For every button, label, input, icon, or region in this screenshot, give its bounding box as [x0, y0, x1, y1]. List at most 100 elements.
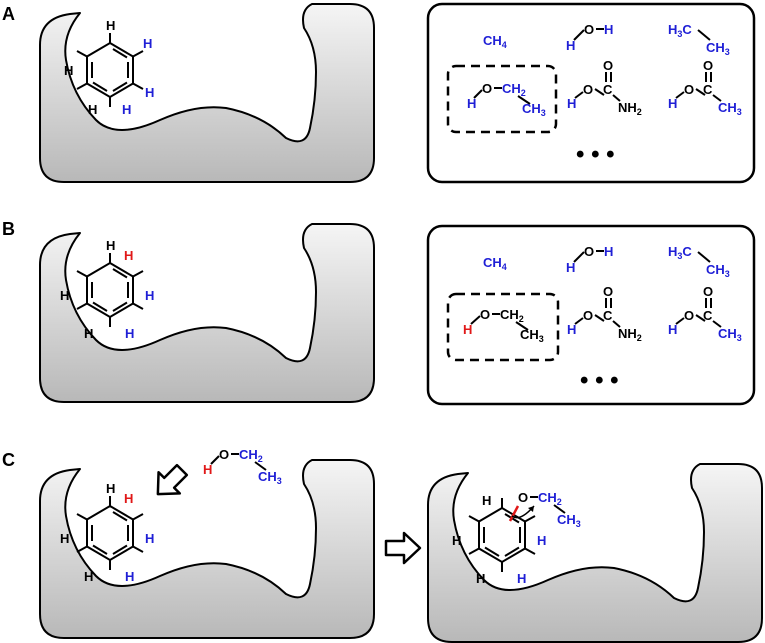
atom-h: H [60, 288, 69, 303]
svg-text:CH3: CH3 [520, 327, 544, 344]
atom-h-red: H [124, 491, 133, 506]
ethane-molecule: H3C CH3 [668, 244, 730, 279]
atom-h: H [60, 531, 69, 546]
svg-text:O: O [584, 22, 594, 37]
molecule-library-box-a [426, 2, 756, 184]
atom-h: H [537, 533, 546, 548]
svg-text:O: O [703, 58, 713, 73]
panel-b: B H H H H H H CH4 H O H H3C CH3 [2, 219, 756, 406]
benzene-c-left: H H H H H H [60, 481, 154, 584]
svg-text:H: H [604, 22, 613, 37]
atom-h: H [125, 326, 134, 341]
atom-h: H [145, 85, 154, 100]
svg-text:NH2: NH2 [618, 326, 642, 343]
svg-text:H: H [566, 38, 575, 53]
svg-text:O: O [684, 308, 694, 323]
library-b: CH4 H O H H3C CH3 H O CH2 CH3 [446, 244, 742, 394]
atom-h: H [88, 102, 97, 117]
benzene-a: H H H H H H [64, 18, 154, 117]
svg-text:H3C: H3C [668, 244, 692, 261]
svg-text:O: O [219, 447, 229, 462]
benzene-c-right: H H H H H [452, 493, 546, 586]
atom-h: H [145, 288, 154, 303]
svg-text:H: H [604, 244, 613, 259]
atom-h: H [517, 571, 526, 586]
acetic-acid-molecule: H O C O CH3 [668, 58, 742, 117]
svg-text:H: H [668, 322, 677, 337]
approach-arrow [156, 463, 189, 496]
atom-h: H [143, 36, 152, 51]
ellipsis: • • • [576, 141, 615, 168]
atom-h: H [145, 531, 154, 546]
svg-text:CH2: CH2 [500, 307, 524, 324]
carbamic-acid-molecule: H O C O NH2 [567, 284, 642, 343]
svg-text:CH2: CH2 [239, 447, 263, 464]
methane-label: CH4 [483, 255, 507, 272]
svg-text:CH2: CH2 [502, 81, 526, 98]
svg-text:CH3: CH3 [258, 469, 282, 486]
svg-text:H: H [467, 96, 476, 111]
svg-text:CH3: CH3 [718, 326, 742, 343]
svg-text:O: O [684, 82, 694, 97]
carbamic-acid-molecule: H O C O NH2 [567, 58, 642, 117]
atom-h: H [452, 533, 461, 548]
svg-text:O: O [583, 82, 593, 97]
water-molecule: H O H [566, 22, 613, 53]
atom-h: H [125, 569, 134, 584]
reaction-arrow [384, 531, 422, 565]
svg-text:O: O [584, 244, 594, 259]
methane-label: CH4 [483, 33, 507, 50]
ethanol-fragment-free: H O CH2 CH3 [203, 447, 282, 486]
svg-text:H: H [567, 322, 576, 337]
panel-label-b: B [2, 219, 15, 239]
svg-text:CH3: CH3 [718, 100, 742, 117]
atom-h: H [84, 326, 93, 341]
svg-text:C: C [703, 82, 713, 97]
ethanol-molecule: H O CH2 CH3 [463, 307, 544, 344]
svg-text:C: C [603, 82, 613, 97]
atom-h: H [476, 571, 485, 586]
panel-c: C H H H H H H H O CH2 CH3 [2, 447, 763, 643]
svg-text:H3C: H3C [668, 22, 692, 39]
molecule-library-box-b [426, 224, 756, 406]
atom-h-red: H [124, 248, 133, 263]
atom-h: H [106, 238, 115, 253]
svg-text:O: O [603, 58, 613, 73]
benzene-b: H H H H H H [60, 238, 154, 341]
atom-h: H [84, 569, 93, 584]
svg-text:O: O [583, 308, 593, 323]
svg-text:CH3: CH3 [522, 101, 546, 118]
selection-box-b [446, 292, 560, 362]
selection-box-a [446, 64, 558, 134]
svg-text:CH3: CH3 [706, 262, 730, 279]
svg-text:H: H [567, 96, 576, 111]
svg-text:O: O [603, 284, 613, 299]
acetic-acid-molecule: H O C O CH3 [668, 284, 742, 343]
svg-text:O: O [482, 81, 492, 96]
svg-text:CH3: CH3 [706, 40, 730, 57]
cavity-c-right [427, 463, 763, 643]
atom-h: H [106, 18, 115, 33]
atom-h: H [122, 102, 131, 117]
panel-label-a: A [2, 4, 15, 24]
library-a: CH4 H O H H3C CH3 H O [446, 22, 742, 168]
water-molecule: H O H [566, 244, 613, 275]
ethoxy-attached: O CH2 CH3 [508, 490, 581, 529]
svg-text:H: H [463, 322, 472, 337]
svg-text:C: C [603, 308, 613, 323]
svg-text:H: H [203, 462, 212, 477]
svg-text:H: H [668, 96, 677, 111]
svg-text:O: O [518, 490, 528, 505]
cavity-a [39, 3, 375, 183]
cavity-b [39, 223, 375, 403]
panel-label-c: C [2, 450, 15, 470]
svg-text:C: C [703, 308, 713, 323]
svg-text:CH3: CH3 [557, 512, 581, 529]
atom-h: H [64, 63, 73, 78]
ethanol-molecule: H O CH2 CH3 [467, 81, 546, 118]
atom-h: H [106, 481, 115, 496]
svg-text:O: O [703, 284, 713, 299]
svg-text:CH2: CH2 [538, 490, 562, 507]
ellipsis: • • • [580, 367, 619, 394]
